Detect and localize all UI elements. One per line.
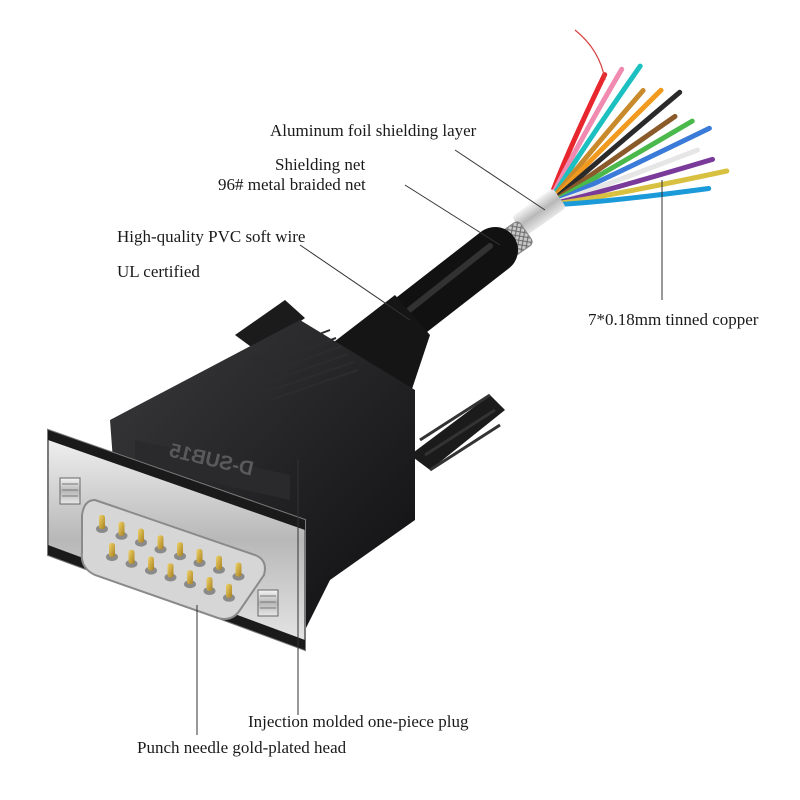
grip-ribs bbox=[249, 329, 359, 401]
rear-latch bbox=[235, 300, 305, 352]
leader-foil bbox=[454, 149, 546, 211]
thumb-screw-right bbox=[257, 589, 279, 617]
gold-pin-3 bbox=[157, 535, 164, 550]
callout-copper: 7*0.18mm tinned copper bbox=[588, 310, 759, 329]
foil-sleeve bbox=[513, 189, 565, 235]
callout-plug: Injection molded one-piece plug bbox=[248, 712, 469, 731]
callout-braid: 96# metal braided net bbox=[218, 175, 366, 194]
gold-pin-7 bbox=[235, 562, 242, 577]
callout-pins: Punch needle gold-plated head bbox=[137, 738, 347, 757]
clip-ribs bbox=[419, 393, 501, 472]
gold-pin-4 bbox=[177, 542, 183, 557]
flange-frame bbox=[48, 430, 305, 530]
gold-pin-5 bbox=[196, 549, 203, 563]
callout-pvc: High-quality PVC soft wire bbox=[117, 227, 306, 246]
gold-pin-6 bbox=[216, 555, 222, 570]
gold-pin-11 bbox=[167, 563, 174, 578]
gold-pin-14 bbox=[226, 583, 232, 598]
d-shell bbox=[80, 498, 266, 620]
thumb-screw-left bbox=[59, 477, 81, 505]
label-plate bbox=[135, 440, 290, 500]
gold-pin-1 bbox=[118, 521, 125, 536]
leader-pvc bbox=[299, 244, 411, 321]
gold-pin-0 bbox=[99, 515, 105, 529]
gold-pin-9 bbox=[128, 549, 135, 564]
gold-pin-12 bbox=[187, 570, 193, 585]
gold-pin-2 bbox=[138, 528, 144, 543]
leader-braid bbox=[404, 184, 501, 246]
gold-pin-8 bbox=[109, 543, 115, 557]
callout-ul: UL certified bbox=[117, 262, 200, 281]
wire-bundle bbox=[545, 63, 730, 208]
callout-shield-net: Shielding net bbox=[275, 155, 366, 174]
gold-pins bbox=[96, 515, 245, 602]
callout-foil: Aluminum foil shielding layer bbox=[270, 121, 477, 140]
gold-pin-13 bbox=[206, 577, 213, 591]
gold-pin-10 bbox=[148, 556, 154, 571]
callout-lines bbox=[196, 149, 663, 735]
red-strand bbox=[574, 29, 606, 81]
